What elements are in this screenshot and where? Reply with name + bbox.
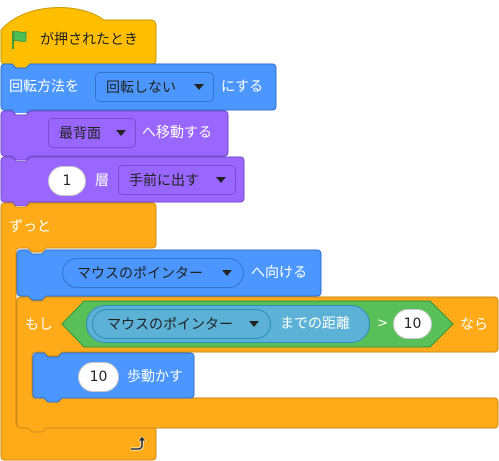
green-flag-icon (12, 30, 27, 49)
distance-label: までの距離 (280, 316, 350, 332)
hat-label: が押されたとき (40, 32, 138, 48)
layer-count-input[interactable]: 1 (48, 166, 86, 196)
point-target-value: マウスのポインター (77, 266, 203, 282)
steps-input[interactable]: 10 (78, 362, 119, 392)
point-target-dropdown[interactable]: マウスのポインター (62, 258, 244, 288)
rotation-style-value: 回転しない (106, 80, 176, 96)
layer-direction-dropdown[interactable]: 手前に出す (118, 165, 236, 195)
forever-block[interactable] (0, 202, 160, 461)
layer-front-value: 最背面 (59, 126, 101, 142)
forever-label: ずっと (9, 219, 51, 235)
point-towards-label: へ向ける (251, 265, 307, 281)
chevron-down-icon (216, 177, 226, 183)
operator-symbol: > (377, 316, 388, 331)
chevron-down-icon (222, 270, 232, 276)
chevron-down-icon (194, 84, 204, 90)
chevron-down-icon (249, 321, 259, 327)
layer-front-label: へ移動する (142, 125, 212, 141)
layer-mid-label: 層 (95, 173, 109, 189)
then-label: なら (460, 317, 488, 333)
compare-value-input[interactable]: 10 (393, 309, 432, 339)
distance-target-dropdown[interactable]: マウスのポインター (92, 309, 271, 339)
rotation-style-dropdown[interactable]: 回転しない (95, 72, 214, 102)
rotation-label-after: にする (221, 79, 264, 95)
distance-target-value: マウスのポインター (107, 317, 233, 333)
layer-front-dropdown[interactable]: 最背面 (48, 118, 136, 148)
rotation-label-before: 回転方法を (9, 79, 79, 95)
chevron-down-icon (116, 130, 126, 136)
loop-arrow-icon (131, 436, 146, 451)
layer-direction-value: 手前に出す (129, 173, 199, 189)
move-steps-label: 歩動かす (127, 369, 183, 385)
if-label: もし (25, 317, 53, 333)
